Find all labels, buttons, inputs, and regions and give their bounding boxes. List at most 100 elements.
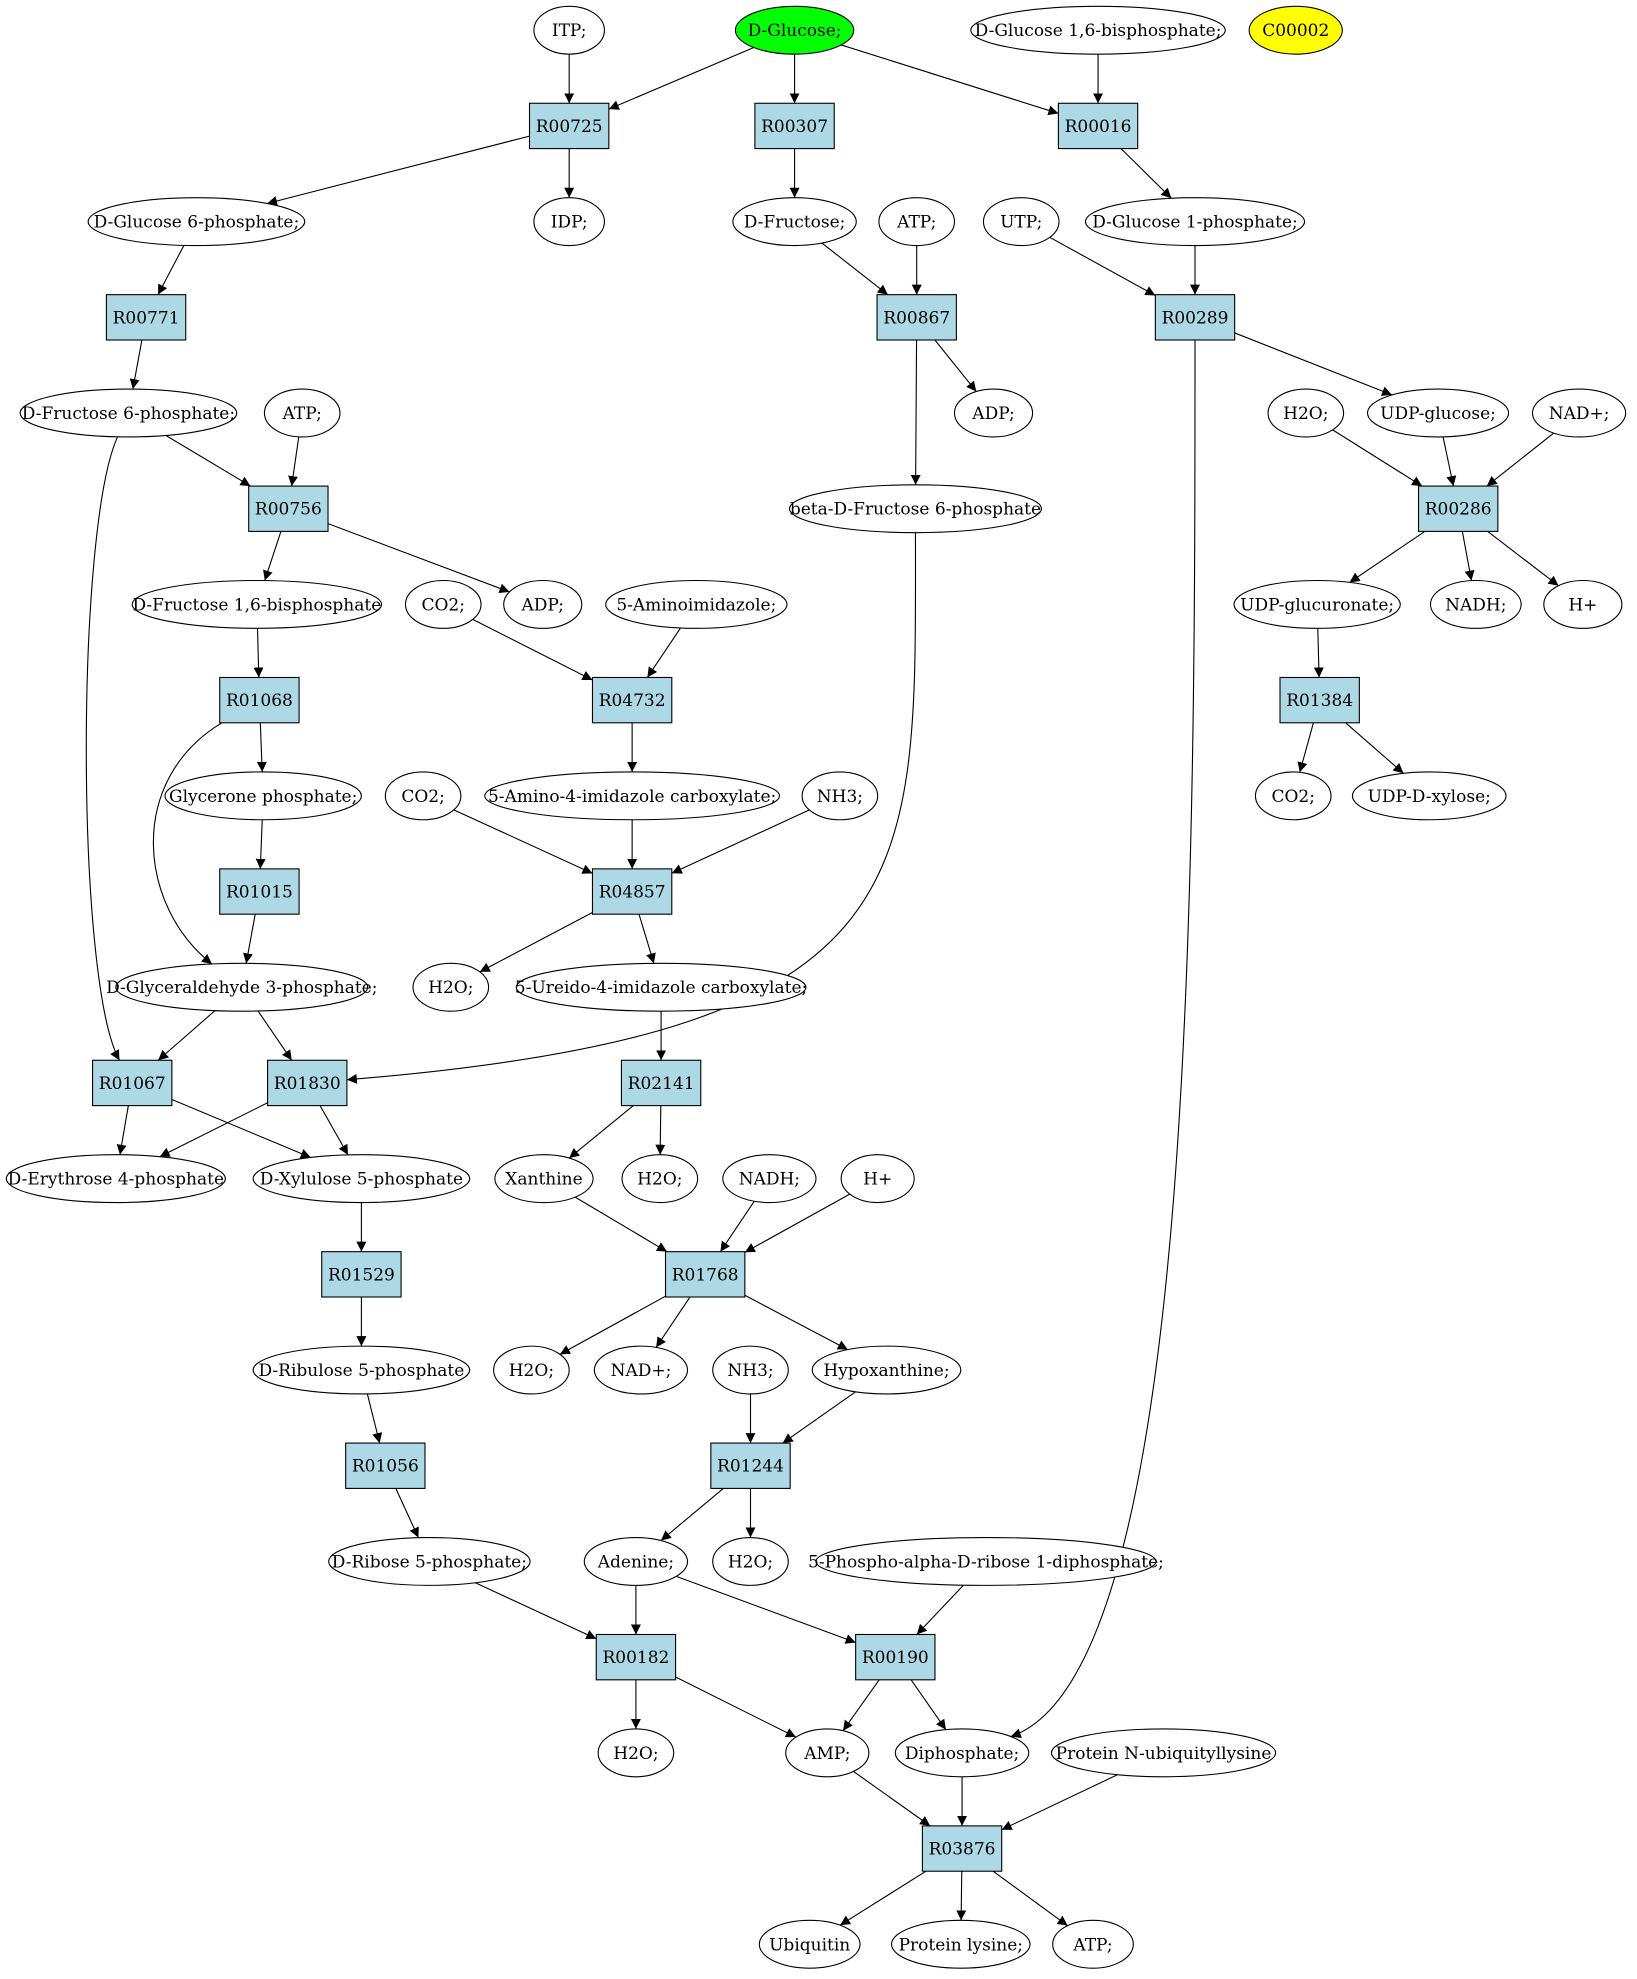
metabolite-node: D-Ribose 5-phosphate; (328, 1536, 531, 1586)
metabolite-node: Diphosphate; (894, 1728, 1030, 1778)
edge-arrow (453, 809, 593, 874)
reaction-box (267, 1059, 348, 1107)
metabolite-label: 5-Phospho-alpha-D-ribose 1-diphosphate; (808, 1552, 1164, 1572)
edge-arrow (655, 1105, 666, 1155)
metabolite-node: ADP; (503, 579, 583, 629)
reaction-node: R01529 (321, 1251, 402, 1298)
edge-arrow (1297, 722, 1314, 773)
metabolite-label: D-Fructose; (744, 213, 846, 233)
reaction-box (1417, 485, 1499, 532)
reaction-box (620, 1059, 702, 1107)
edge-arrow (744, 1294, 849, 1351)
metabolite-label: Diphosphate; (905, 1744, 1019, 1764)
metabolite-node: ATP; (1052, 1919, 1134, 1969)
metabolite-node: ADP; (953, 388, 1034, 438)
metabolite-ellipse (87, 197, 306, 247)
edge-arrow (916, 1584, 964, 1635)
metabolite-label: ATP; (1072, 1935, 1112, 1955)
metabolite-node: Adenine; (583, 1536, 689, 1586)
metabolite-node: D-Xylulose 5-phosphate (252, 1154, 471, 1204)
edge-arrow (1461, 531, 1475, 581)
edge-arrow (346, 532, 917, 1084)
metabolite-node: ITP; (533, 5, 605, 55)
metabolite-label: ATP; (896, 213, 936, 233)
reaction-box (105, 294, 187, 341)
metabolite-ellipse (878, 197, 956, 247)
reaction-box (591, 676, 673, 724)
metabolite-node: NH3; (801, 771, 879, 821)
edge-arrow (842, 1679, 880, 1732)
metabolite-label: Glycerone phosphate; (169, 787, 357, 807)
metabolite-node: D-Glucose; (734, 5, 855, 55)
metabolite-label: NADH; (739, 1170, 800, 1190)
reaction-box (1057, 102, 1139, 150)
reaction-label: R00182 (602, 1648, 669, 1668)
metabolite-label: D-Erythrose 4-phosphate (8, 1170, 224, 1190)
edge-arrow (85, 436, 120, 1061)
metabolite-label: CO2; (1271, 787, 1315, 807)
metabolite-node: C00002 (1248, 5, 1343, 55)
metabolite-label: H+ (863, 1170, 892, 1190)
metabolite-node: NAD+; (1531, 388, 1627, 438)
edge-arrow (165, 435, 251, 487)
metabolite-node: D-Erythrose 4-phosphate (5, 1154, 226, 1204)
metabolite-ellipse (605, 579, 788, 629)
reaction-node: R03876 (921, 1825, 1003, 1872)
reaction-node: R00190 (855, 1633, 936, 1681)
edge-arrow (660, 1487, 724, 1541)
metabolite-ellipse (263, 388, 341, 438)
edge-arrow (559, 1295, 666, 1355)
metabolite-node: CO2; (1254, 771, 1332, 821)
metabolite-node: CO2; (384, 771, 462, 821)
metabolite-node: IDP; (533, 197, 605, 247)
edge-arrow (288, 436, 300, 487)
metabolite-label: NH3; (727, 1361, 773, 1381)
edge-arrow (1332, 429, 1423, 487)
edge-arrow (1442, 436, 1457, 487)
metabolite-label: IDP; (551, 213, 588, 233)
reaction-label: R01067 (99, 1074, 166, 1094)
edge-arrow (171, 1098, 311, 1159)
metabolite-node: D-Fructose 1,6-bisphosphate (131, 579, 383, 629)
metabolite-node: H+ (1543, 579, 1623, 629)
metabolite-node: D-Ribulose 5-phosphate (252, 1345, 471, 1395)
reaction-label: R03876 (929, 1840, 996, 1860)
edge-arrow (479, 911, 593, 973)
edge-arrow (910, 1679, 947, 1730)
metabolite-label: Adenine; (597, 1552, 674, 1572)
reaction-node: R00307 (754, 102, 835, 150)
reaction-label: R01768 (672, 1265, 739, 1285)
metabolite-label: NAD+; (1549, 404, 1610, 424)
edge-arrow (1487, 530, 1559, 587)
metabolite-ellipse (412, 962, 490, 1012)
reaction-label: R01529 (328, 1265, 395, 1285)
reaction-box (248, 485, 329, 532)
edge-arrow (719, 1200, 755, 1252)
edge-arrow (839, 1870, 927, 1926)
metabolite-label: UDP-glucuronate; (1240, 595, 1394, 615)
metabolite-node: beta-D-Fructose 6-phosphate (788, 484, 1042, 534)
metabolite-node: 5-Amino-4-imidazole carboxylate; (484, 771, 781, 821)
metabolite-node: D-Glucose 1,6-bisphosphate; (970, 5, 1226, 55)
metabolite-ellipse (840, 1154, 915, 1204)
metabolite-ellipse (597, 1728, 675, 1778)
reaction-node: R01384 (1279, 676, 1360, 724)
metabolite-ellipse (734, 5, 855, 55)
reaction-box (876, 294, 957, 341)
edges-layer (85, 44, 1559, 1927)
edge-arrow (1234, 332, 1393, 396)
reaction-label: R00016 (1065, 117, 1132, 137)
metabolite-ellipse (1366, 388, 1510, 438)
metabolite-node: AMP; (785, 1728, 870, 1778)
edge-arrow (934, 339, 977, 392)
edge-arrow (366, 1393, 383, 1444)
edge-arrow (157, 245, 185, 295)
metabolite-label: UDP-D-xylose; (1368, 787, 1491, 807)
edge-arrow (256, 722, 267, 772)
metabolite-label: D-Glucose 1-phosphate; (1092, 213, 1298, 233)
metabolite-ellipse (785, 1728, 870, 1778)
metabolite-ellipse (404, 579, 482, 629)
reaction-label: R01056 (352, 1457, 419, 1477)
metabolite-label: H+ (1568, 595, 1597, 615)
metabolite-label: Ubiquitin (769, 1935, 850, 1955)
